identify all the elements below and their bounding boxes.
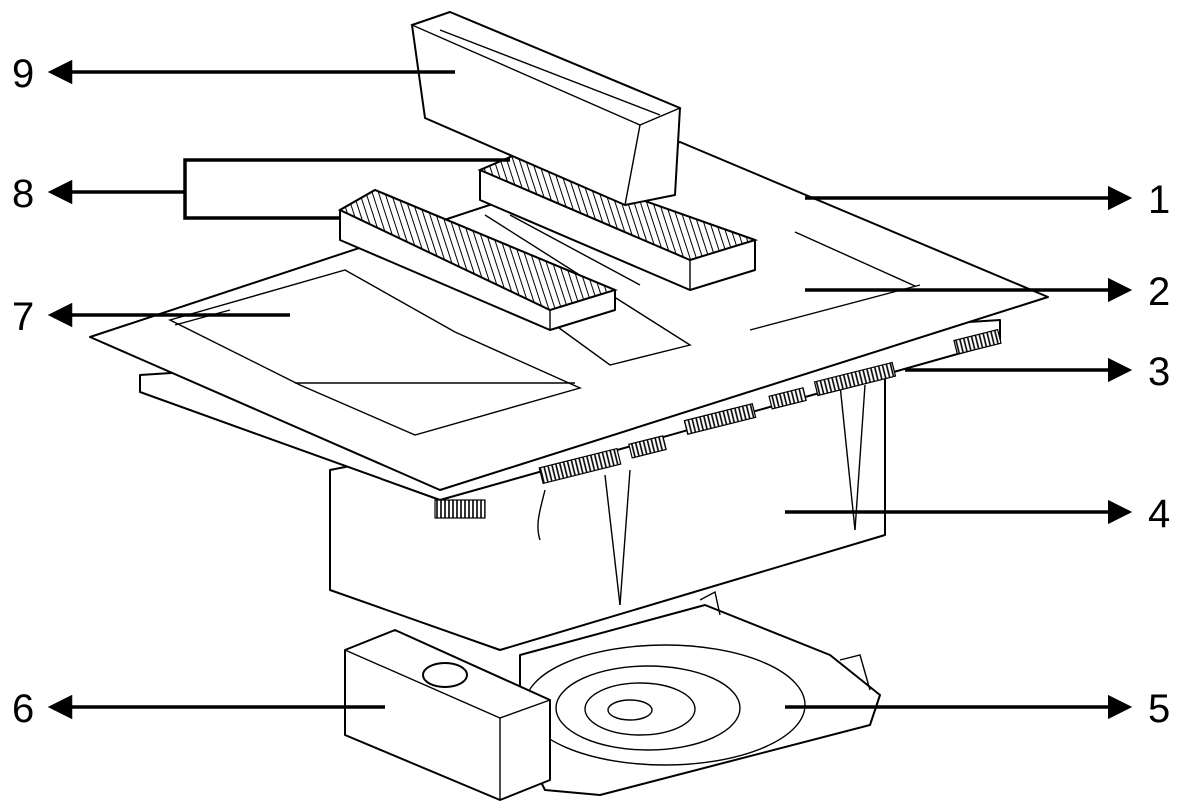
filter-front xyxy=(337,188,618,331)
extractor-cover xyxy=(410,11,682,206)
callout-8: 8 xyxy=(12,172,35,216)
callout-9: 9 xyxy=(12,52,35,96)
side-vents xyxy=(434,328,1002,519)
callout-4: 4 xyxy=(1148,492,1171,536)
callout-3: 3 xyxy=(1148,350,1171,394)
callout-1: 1 xyxy=(1148,178,1171,222)
callout-5: 5 xyxy=(1148,687,1171,731)
callout-6: 6 xyxy=(12,687,35,731)
leader-8-bracket xyxy=(183,158,510,220)
callout-2: 2 xyxy=(1148,270,1171,314)
callout-7: 7 xyxy=(12,295,35,339)
leader-lines xyxy=(47,59,1133,720)
collection-box xyxy=(344,629,551,801)
